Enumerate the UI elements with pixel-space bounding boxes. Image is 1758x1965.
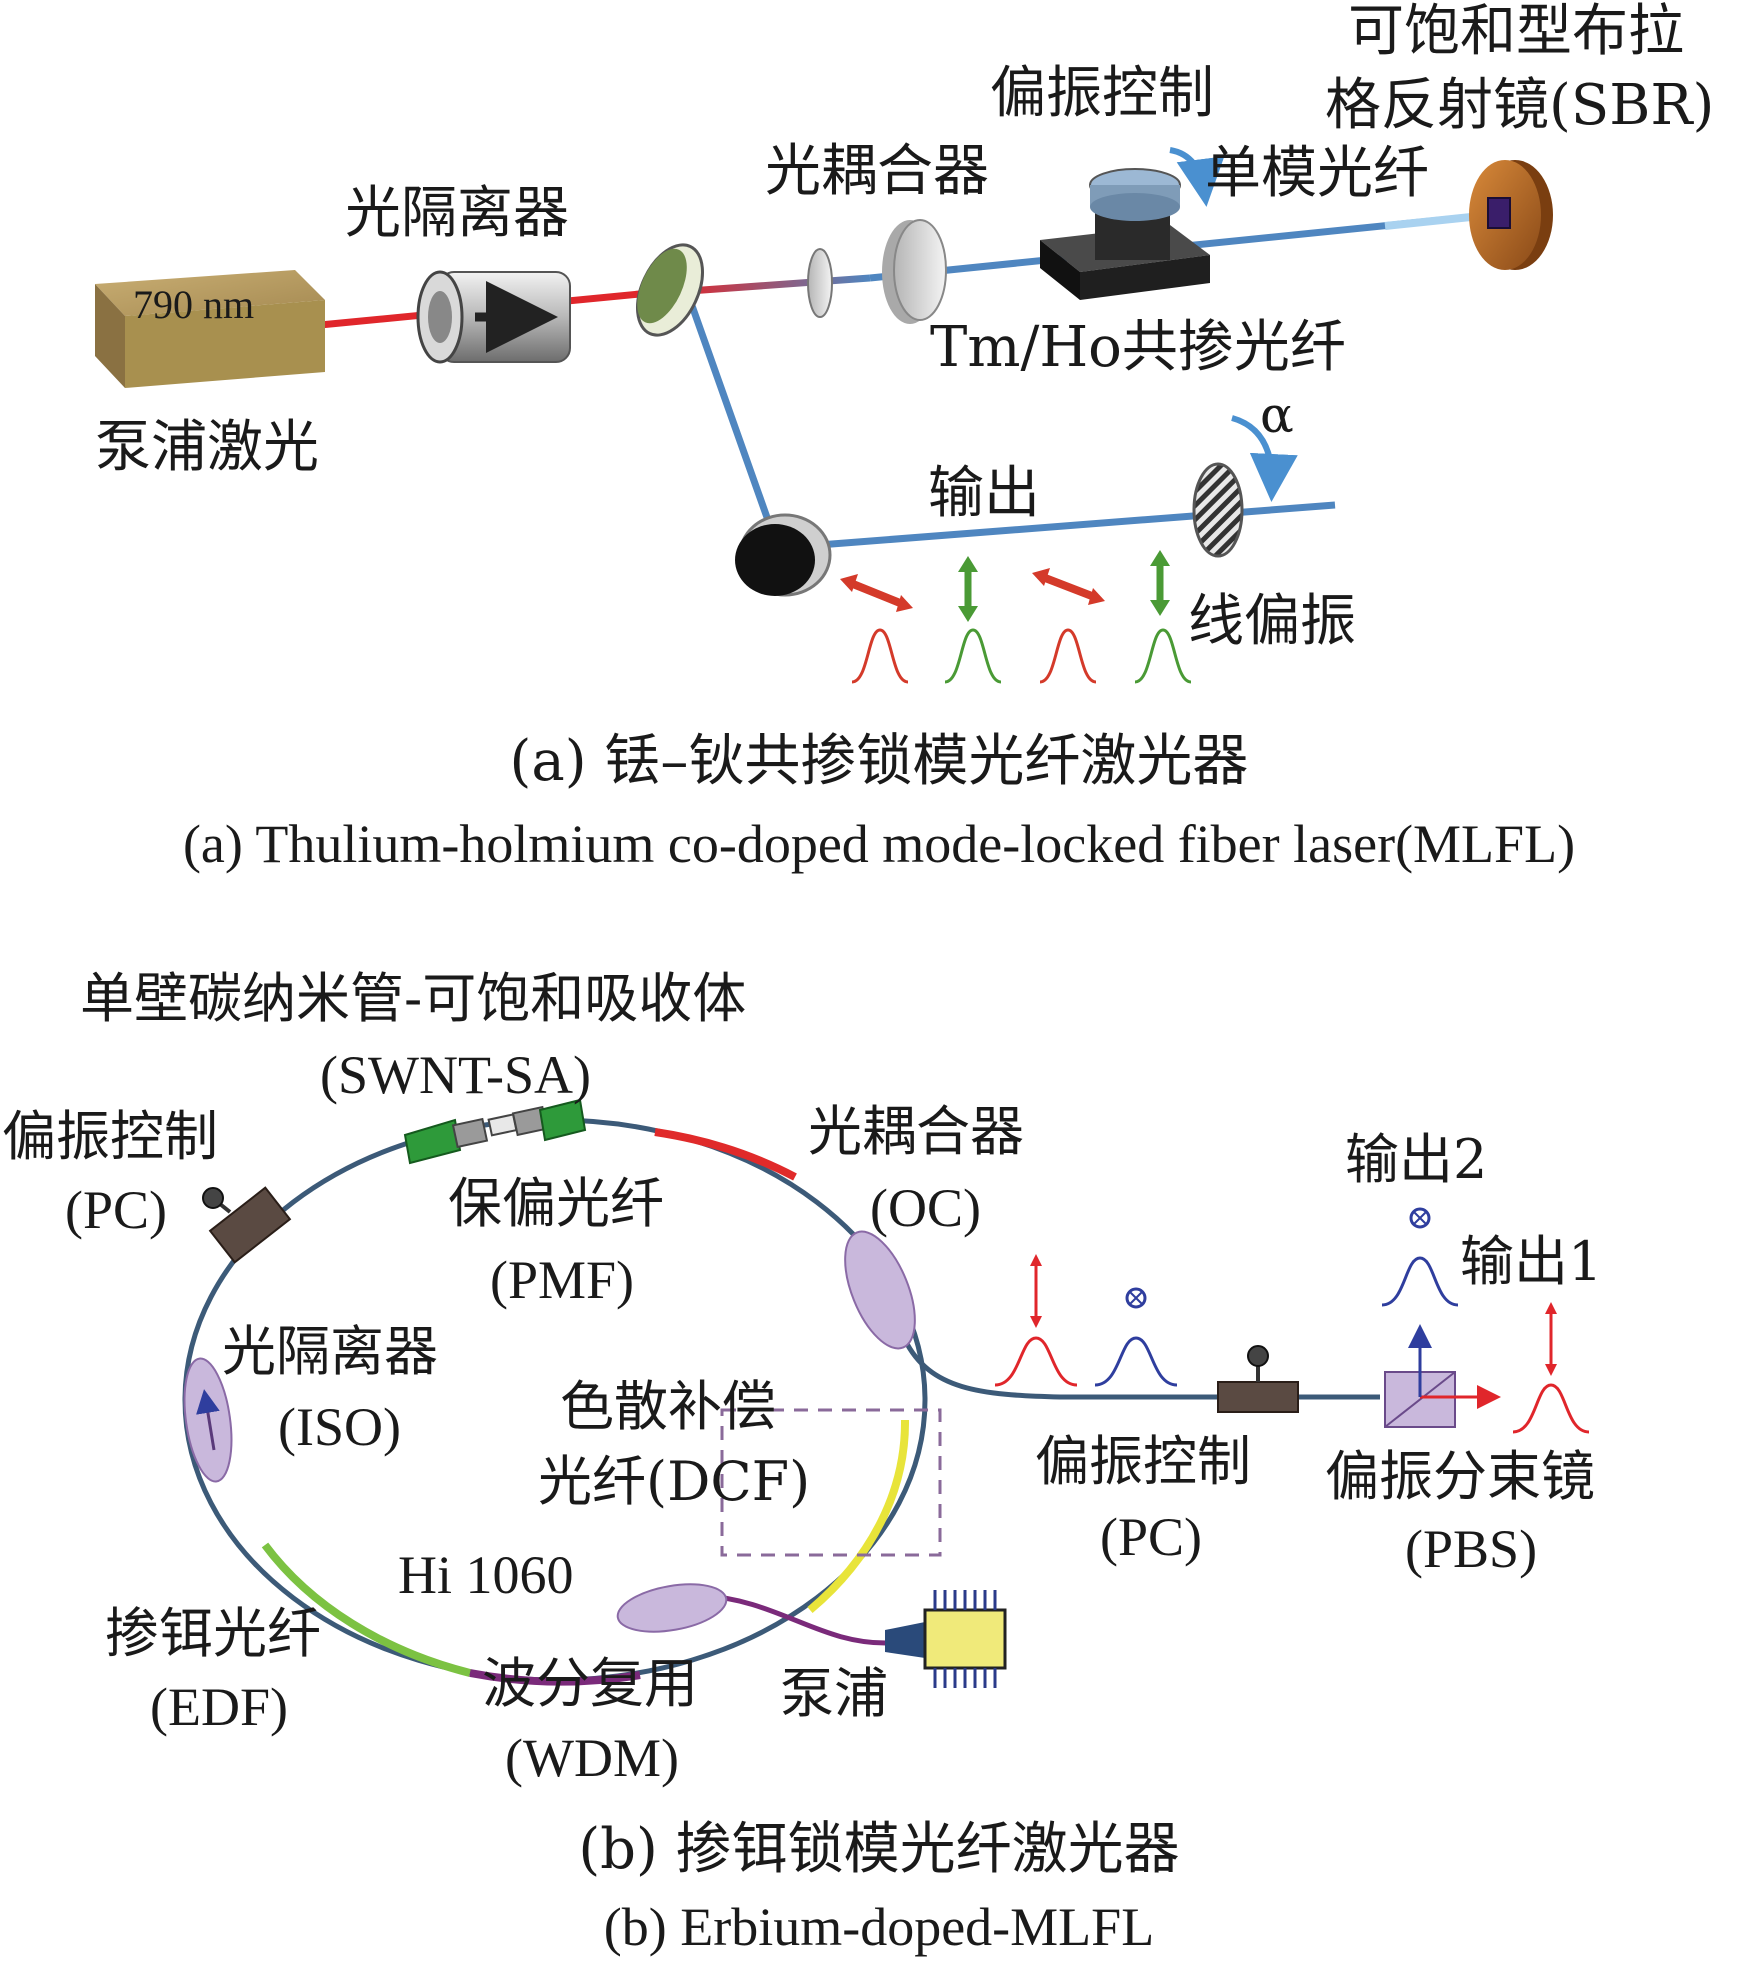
label-edf-cn: 掺铒光纤 xyxy=(105,1602,321,1665)
green-vertical-arrow-1 xyxy=(958,556,978,622)
pump-wavelength-label: 790 nm xyxy=(133,282,254,327)
label-pmf-cn: 保偏光纤 xyxy=(448,1172,664,1235)
dichroic-mirror xyxy=(636,243,704,337)
label-coupler: 光耦合器 xyxy=(765,139,989,204)
label-pbs-cn: 偏振分束镜 xyxy=(1325,1445,1595,1508)
isolator-device xyxy=(416,270,571,364)
pulse-green-2 xyxy=(1134,628,1192,684)
pbs-cube xyxy=(1384,1324,1501,1428)
pmf-segment xyxy=(654,1128,797,1181)
pol-arrow-b-2 xyxy=(1545,1302,1557,1376)
panel-b-pulses xyxy=(994,1207,1590,1434)
panel-b: 单壁碳纳米管-可饱和吸收体 (SWNT-SA) 偏振控制 (PC) 保偏光纤 (… xyxy=(2,967,1602,1957)
polarization-controller-block xyxy=(1040,147,1225,300)
oc-output-fiber xyxy=(902,1338,1380,1400)
pump-fiber xyxy=(699,1592,891,1646)
coupling-lens xyxy=(807,248,833,318)
hi1060-segment xyxy=(469,1669,641,1686)
label-sbr-line2: 格反射镜(SBR) xyxy=(1325,73,1714,138)
caption-a-en: (a) Thulium-holmium co-doped mode-locked… xyxy=(183,814,1575,874)
pulse-b-blue-out2 xyxy=(1381,1256,1459,1307)
label-pc-left-en: (PC) xyxy=(65,1180,167,1240)
caption-b-cn: (b) 掺铒锁模光纤激光器 xyxy=(578,1817,1179,1882)
label-iso-en: (ISO) xyxy=(278,1397,401,1457)
wdm-device xyxy=(616,1583,728,1633)
pc-left-device xyxy=(202,1186,292,1264)
output-pulses xyxy=(851,628,1192,684)
label-doped-fiber: Tm/Ho共掺光纤 xyxy=(930,315,1346,380)
iso-device xyxy=(183,1357,233,1483)
pulse-b-red-out1 xyxy=(1512,1383,1590,1434)
label-iso-cn: 光隔离器 xyxy=(222,1320,438,1383)
label-swnt-sa-en: (SWNT-SA) xyxy=(320,1045,591,1105)
dcf-segment xyxy=(807,1419,910,1614)
label-pmf-en: (PMF) xyxy=(490,1250,634,1310)
label-pc-right-en: (PC) xyxy=(1100,1507,1202,1567)
label-dcf-line1: 色散补偿 xyxy=(560,1375,776,1438)
oc-device xyxy=(844,1230,916,1350)
pulse-b-blue-1 xyxy=(1094,1336,1178,1387)
sbr-mirror xyxy=(1469,160,1553,270)
coupler-device xyxy=(882,219,947,324)
label-output1: 输出1 xyxy=(1460,1230,1602,1293)
pc-right-device xyxy=(1217,1345,1299,1413)
caption-b-en: (b) Erbium-doped-MLFL xyxy=(604,1897,1154,1957)
panel-a: 790 nm xyxy=(95,0,1714,874)
diagonal-beam xyxy=(686,298,779,542)
label-swnt-sa-cn: 单壁碳纳米管-可饱和吸收体 xyxy=(80,967,746,1030)
label-hi1060: Hi 1060 xyxy=(398,1545,574,1605)
label-oc-cn: 光耦合器 xyxy=(808,1100,1024,1163)
pol-arrow-b-1 xyxy=(1030,1254,1042,1328)
pulse-red-2 xyxy=(1039,628,1097,684)
label-pc-right-cn: 偏振控制 xyxy=(1035,1430,1251,1493)
label-pc-left-cn: 偏振控制 xyxy=(2,1105,218,1168)
pulse-b-red-1 xyxy=(994,1336,1078,1387)
swnt-sa-connector xyxy=(403,1098,587,1165)
label-edf-en: (EDF) xyxy=(150,1677,288,1737)
pulse-green-1 xyxy=(944,628,1002,684)
label-wdm-en: (WDM) xyxy=(505,1728,679,1788)
edf-segment xyxy=(261,1542,471,1677)
green-vertical-arrow-2 xyxy=(1150,550,1170,616)
pump-chip xyxy=(885,1590,1007,1688)
label-pump-laser: 泵浦激光 xyxy=(95,415,319,480)
caption-a-cn: (a) 铥–钬共掺锁模光纤激光器 xyxy=(510,729,1249,794)
label-sbr-line1: 可饱和型布拉 xyxy=(1348,0,1684,64)
polarization-state-arrows xyxy=(840,550,1170,622)
label-linear-polarization: 线偏振 xyxy=(1188,589,1356,654)
label-wdm-cn: 波分复用 xyxy=(482,1652,698,1715)
pump-laser-box: 790 nm xyxy=(95,270,325,388)
pol-circle-b-2 xyxy=(1409,1207,1431,1229)
label-output-a: 输出 xyxy=(928,461,1040,526)
label-dcf-line2: 光纤(DCF) xyxy=(538,1450,810,1513)
polarizer-disc xyxy=(1192,415,1298,558)
red-diagonal-arrow-1 xyxy=(840,574,913,612)
cavity-beam-to-coupler xyxy=(674,274,871,296)
label-pbs-en: (PBS) xyxy=(1405,1519,1537,1579)
label-oc-en: (OC) xyxy=(870,1178,981,1238)
label-polarization-control: 偏振控制 xyxy=(990,61,1214,126)
output-beam xyxy=(779,501,1336,552)
label-pump: 泵浦 xyxy=(780,1662,888,1725)
label-output2: 输出2 xyxy=(1345,1128,1487,1191)
label-single-mode-fiber: 单模光纤 xyxy=(1205,141,1429,206)
label-alpha: α xyxy=(1260,386,1294,444)
label-isolator: 光隔离器 xyxy=(345,181,569,246)
dcf-dashed-box xyxy=(720,1408,942,1557)
pulse-red-1 xyxy=(851,628,909,684)
red-diagonal-arrow-2 xyxy=(1032,568,1105,605)
output-mirror xyxy=(735,513,832,597)
pol-circle-b-1 xyxy=(1125,1287,1147,1309)
